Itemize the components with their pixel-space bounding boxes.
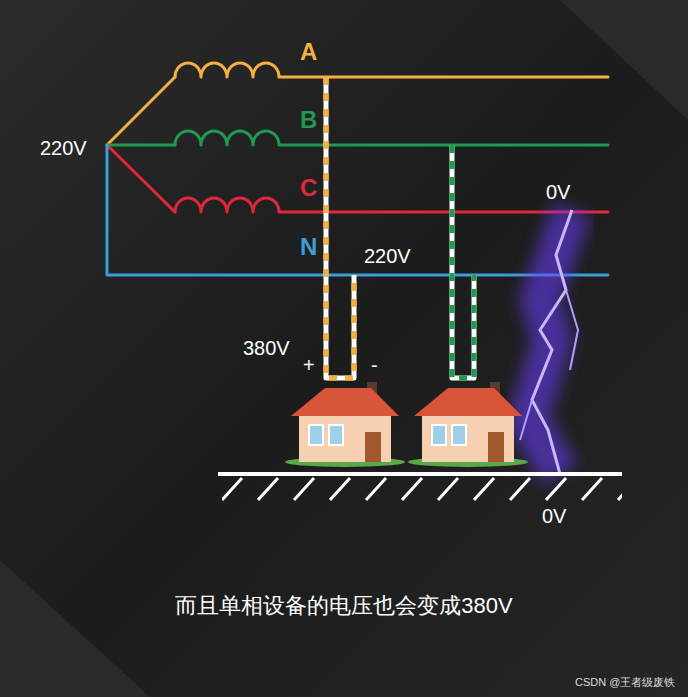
phase-a-wire bbox=[107, 77, 175, 145]
watermark: CSDN @王者级废铁 bbox=[575, 677, 675, 688]
drop-wire-house2 bbox=[452, 145, 474, 378]
neutral-label: N bbox=[300, 235, 317, 259]
voltage-label: 0V bbox=[542, 506, 566, 526]
background-shape bbox=[560, 0, 688, 120]
drop-wire-house1 bbox=[326, 77, 354, 378]
voltage-label: 380V bbox=[243, 338, 290, 358]
neutral-wire bbox=[107, 145, 608, 275]
polarity-sign: + bbox=[303, 355, 315, 375]
phase-c-wire bbox=[107, 145, 175, 212]
house bbox=[285, 382, 405, 467]
phase-label: B bbox=[300, 108, 317, 132]
voltage-label: 220V bbox=[40, 138, 87, 158]
phase-c-coil bbox=[175, 198, 608, 212]
background-shape bbox=[0, 560, 150, 697]
ground-line bbox=[218, 472, 622, 476]
phase-label: A bbox=[300, 40, 317, 64]
lightning bbox=[520, 210, 578, 474]
phase-b-coil bbox=[175, 131, 608, 145]
polarity-sign: - bbox=[371, 355, 378, 375]
drop-wire-house2 bbox=[452, 145, 474, 378]
voltage-label: 0V bbox=[546, 182, 570, 202]
drop-wire-house1 bbox=[326, 77, 354, 378]
ground-hatch bbox=[222, 476, 622, 502]
phase-a-coil bbox=[175, 63, 608, 77]
phase-label: C bbox=[300, 176, 317, 200]
voltage-label: 220V bbox=[364, 246, 411, 266]
house bbox=[408, 382, 528, 467]
caption: 而且单相设备的电压也会变成380V bbox=[175, 595, 512, 617]
phase-b-wire bbox=[107, 144, 175, 147]
